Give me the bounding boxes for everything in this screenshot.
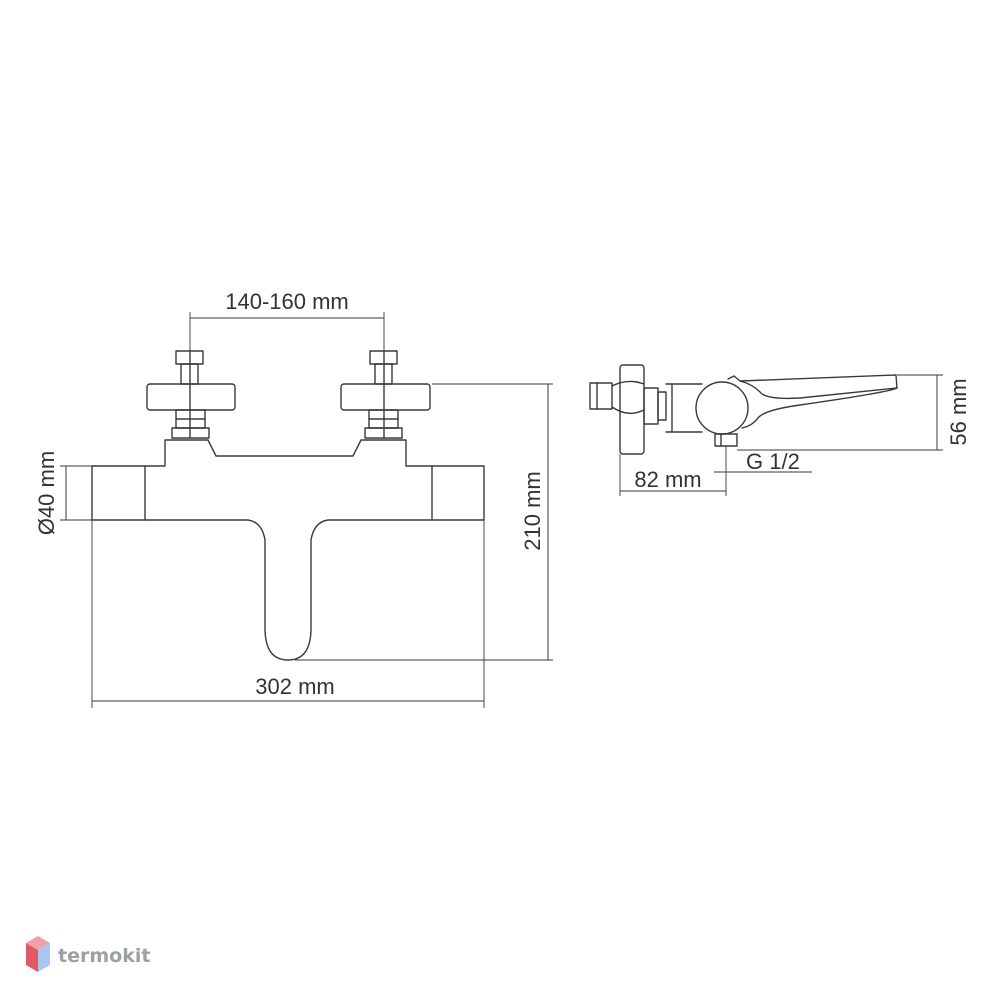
side-thermostat-knob [695,381,749,435]
termokit-logo-icon [26,936,50,972]
inlet-spacing-dimension: 140-160 mm [189,289,385,351]
thread-label: G 1/2 [746,449,800,474]
side-eccentric-neck [611,380,645,415]
side-inlet-connector [589,382,613,410]
side-body-tube [665,383,703,433]
total-width-dimension: 302 mm [91,520,485,708]
side-spout [727,374,898,429]
total-height-label: 210 mm [520,471,545,550]
right-eccentric-fitting [340,350,431,439]
side-wall-flange [619,364,645,455]
mixer-body-outline [91,439,485,661]
termokit-watermark: termokit [26,936,150,972]
total-height-dimension: 210 mm [295,383,553,661]
termokit-logo-text: termokit [58,945,150,967]
left-eccentric-fitting [146,350,236,439]
thread-callout: G 1/2 [714,449,812,474]
inlet-spacing-label: 140-160 mm [225,289,349,314]
total-width-label: 302 mm [255,674,334,699]
front-view: 140-160 mm Ø40 mm 210 mm 302 mm [34,289,553,708]
body-diameter-label: Ø40 mm [34,451,59,535]
wall-projection-label: 82 mm [634,467,701,492]
side-height-label: 56 mm [946,378,971,445]
side-view: 56 mm 82 mm G 1/2 [589,364,971,496]
body-diameter-dimension: Ø40 mm [34,451,92,535]
wall-projection-dimension: 82 mm [619,446,727,496]
side-height-dimension: 56 mm [737,374,971,451]
side-bottom-outlet [714,433,738,447]
